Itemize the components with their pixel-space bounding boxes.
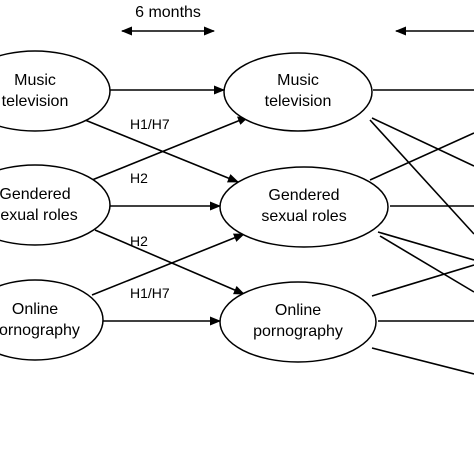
- node-w2-gendered-sexual-roles: Gendered sexual roles: [219, 166, 389, 248]
- path-label: H1/H7: [130, 285, 170, 301]
- node-w1-online-pornography: Online pornography: [0, 279, 104, 361]
- path-music-to-roles: [84, 119, 240, 183]
- timespan-label: 6 months: [135, 4, 201, 21]
- outgoing-line: [379, 235, 474, 293]
- outgoing-line: [371, 117, 474, 167]
- node-label: Gendered: [0, 186, 71, 203]
- outgoing-line: [369, 132, 474, 181]
- path-roles-to-porn: [94, 229, 246, 295]
- node-w1-music-television: Music television: [0, 50, 111, 132]
- node-label: pornography: [0, 322, 80, 339]
- outgoing-line: [371, 347, 474, 375]
- path-label: H1/H7: [130, 116, 170, 132]
- node-w1-gendered-sexual-roles: Gendered sexual roles: [0, 164, 111, 246]
- node-label: Online: [12, 301, 58, 318]
- path-porn-to-roles: [91, 233, 246, 296]
- node-label: pornography: [253, 323, 343, 340]
- node-label: Gendered: [268, 187, 339, 204]
- node-label: sexual roles: [0, 207, 78, 224]
- path-label: H2: [130, 233, 148, 249]
- node-label: sexual roles: [261, 208, 346, 225]
- outgoing-line: [371, 264, 474, 297]
- node-w2-music-television: Music television: [223, 52, 373, 132]
- node-w2-online-pornography: Online pornography: [219, 281, 377, 363]
- node-label: television: [265, 93, 332, 110]
- path-roles-to-music: [91, 116, 250, 181]
- outgoing-line: [369, 119, 474, 235]
- node-label: Music: [14, 72, 56, 89]
- node-label: television: [2, 93, 69, 110]
- path-label: H2: [130, 170, 148, 186]
- node-label: Online: [275, 302, 321, 319]
- outgoing-line: [377, 231, 474, 261]
- node-label: Music: [277, 72, 319, 89]
